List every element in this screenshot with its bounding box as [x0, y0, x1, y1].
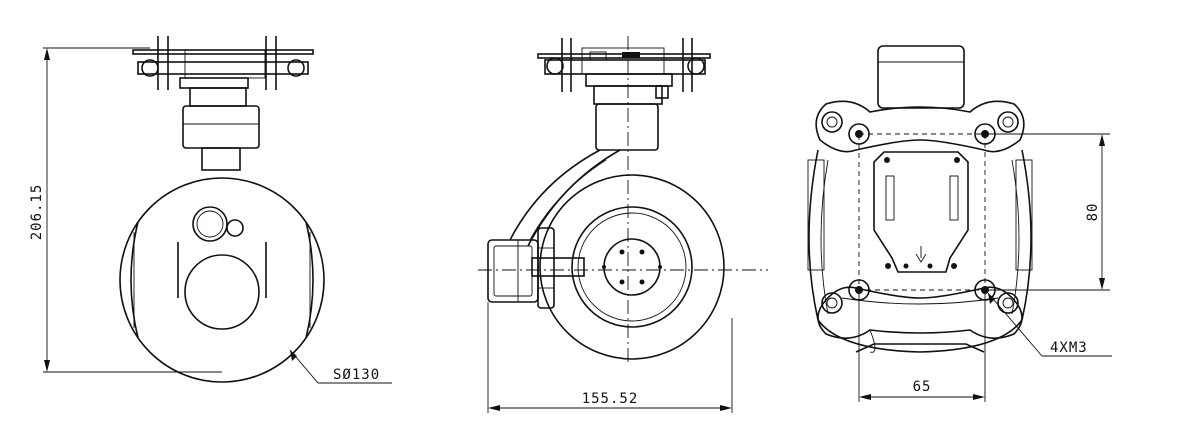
height-label: 206.15 — [29, 184, 45, 241]
top-mounting-plate — [815, 100, 1025, 353]
mount-vertical-label: 80 — [1085, 203, 1101, 222]
top-holes — [821, 111, 1019, 314]
top-hole-pattern — [858, 133, 986, 291]
width-label: 155.52 — [582, 391, 639, 407]
front-view: 206.15 SØ130 — [29, 36, 392, 384]
front-camera-sphere — [119, 177, 325, 383]
width-dimension: 155.52 — [487, 302, 733, 413]
side-centerlines — [478, 36, 768, 366]
sphere-diameter-label: SØ130 — [333, 367, 380, 383]
top-body — [807, 149, 1033, 353]
side-arm — [487, 85, 663, 303]
front-top-plate — [132, 36, 314, 90]
side-top-plate — [537, 38, 711, 99]
height-dimension: 206.15 — [29, 47, 222, 373]
side-view: 155.52 — [478, 36, 768, 413]
side-camera-sphere — [531, 174, 725, 360]
top-connector-housing — [877, 45, 965, 109]
top-view: 80 65 4XM3 — [807, 45, 1112, 402]
top-board — [873, 151, 969, 273]
screw-label: 4XM3 — [1050, 340, 1088, 356]
front-motor-block — [182, 87, 260, 171]
mount-horizontal-label: 65 — [913, 379, 932, 395]
mount-vertical-dimension: 80 — [985, 133, 1110, 291]
sphere-diameter-leader: SØ130 — [289, 349, 392, 384]
screw-leader: 4XM3 — [987, 292, 1112, 357]
mount-horizontal-dimension: 65 — [858, 290, 986, 402]
